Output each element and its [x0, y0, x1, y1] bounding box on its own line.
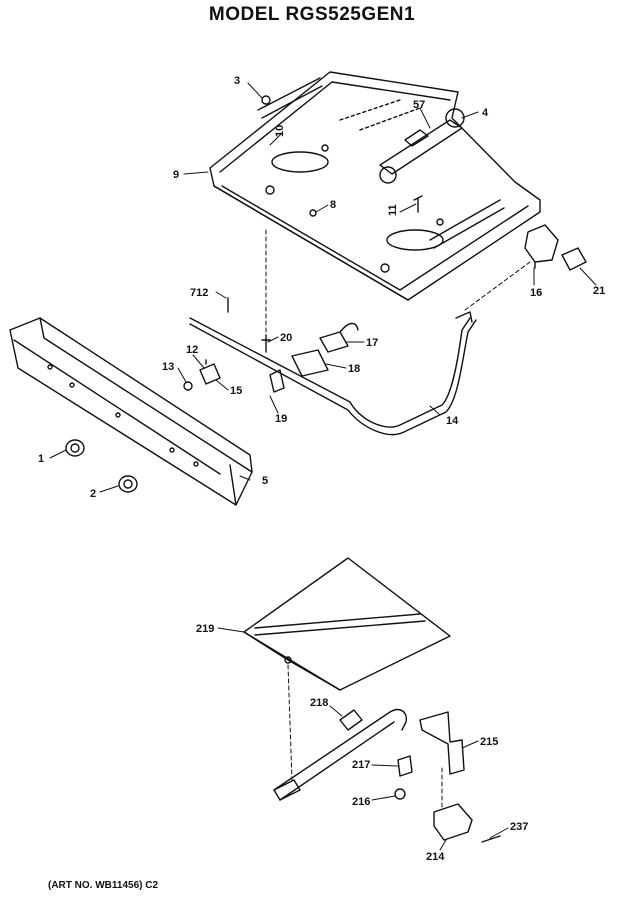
burner-box-frame: [209, 71, 541, 301]
callout-214: 214: [426, 851, 445, 863]
valve-assembly: [379, 108, 465, 184]
callout-712: 712: [190, 287, 208, 299]
part-8-screw: [309, 209, 317, 217]
callout-14: 14: [446, 415, 459, 427]
part-1-knob: [65, 439, 85, 457]
part-216-washer: [394, 788, 406, 800]
diagram-title: MODEL RGS525GEN1: [208, 4, 416, 25]
callout-217: 217: [352, 759, 370, 771]
callout-4: 4: [482, 107, 489, 119]
callout-3: 3: [234, 75, 240, 87]
callout-9: 9: [173, 169, 179, 181]
callout-219: 219: [196, 623, 214, 635]
leader-lines: [49, 82, 597, 851]
callout-19: 19: [275, 413, 287, 425]
part-19-bracket: [269, 369, 285, 393]
callout-20: 20: [280, 332, 292, 344]
art-number: (ART NO. WB11456) C2: [48, 880, 159, 891]
callout-21: 21: [593, 285, 605, 297]
callout-216: 216: [352, 796, 370, 808]
part-14-manifold-pipe: [189, 311, 477, 436]
part-219-baffle: [243, 557, 451, 691]
callout-2: 2: [90, 488, 96, 500]
callout-labels: 3 57 4 10 9 8 11 712 20 17 12 13 18 15 1…: [38, 75, 605, 863]
part-20-orifice: [261, 334, 271, 353]
part-214-valve: [433, 803, 473, 841]
callout-237: 237: [510, 821, 528, 833]
part-5-control-panel: [9, 317, 253, 506]
part-215-bracket: [419, 711, 465, 775]
part-17-igniter: [319, 322, 359, 353]
part-13-knob-stop: [183, 381, 193, 391]
callout-17: 17: [366, 337, 378, 349]
callout-57: 57: [413, 99, 425, 111]
part-217-orifice: [397, 755, 413, 777]
callout-8: 8: [330, 199, 336, 211]
callout-16: 16: [530, 287, 542, 299]
part-11-clip: [413, 195, 423, 213]
callout-11: 11: [387, 204, 399, 216]
callout-5: 5: [262, 475, 268, 487]
part-218-broiler-burner: [273, 708, 407, 801]
callout-12: 12: [186, 344, 198, 356]
part-18-bracket: [291, 349, 329, 377]
part-15-valve: [199, 359, 221, 385]
callout-215: 215: [480, 736, 498, 748]
callout-10: 10: [274, 125, 286, 137]
callout-13: 13: [162, 361, 174, 373]
part-2-knob: [118, 475, 138, 493]
callout-218: 218: [310, 697, 328, 709]
part-237-pin: [481, 835, 501, 843]
callout-1: 1: [38, 453, 44, 465]
part-21-connector: [561, 247, 587, 271]
callout-15: 15: [230, 385, 242, 397]
part-3-screw: [261, 95, 271, 105]
callout-18: 18: [348, 363, 360, 375]
part-16-thermostat: [524, 224, 559, 269]
